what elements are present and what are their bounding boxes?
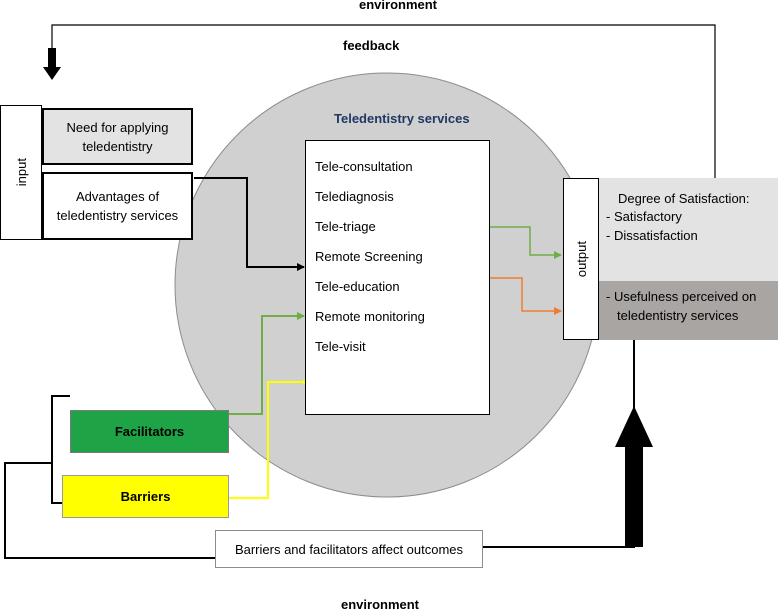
facilitators-label: Facilitators: [114, 424, 185, 439]
usefulness-line: - Usefulness perceived on: [606, 289, 757, 304]
barriers-label: Barriers: [120, 489, 171, 504]
feedback-label: feedback: [343, 38, 400, 53]
environment-top-label: environment: [359, 0, 438, 12]
need-box: Need for applying teledentistry: [42, 108, 193, 165]
feedback-arrow-shaft: [48, 48, 56, 68]
advantages-box: Advantages of teledentistry services: [42, 172, 193, 240]
feedback-loop-line: [51, 24, 716, 178]
feedback-arrow-head: [43, 67, 61, 80]
usefulness-line: teledentistry services: [617, 308, 739, 323]
service-item: Telediagnosis: [315, 189, 394, 204]
environment-bottom-label: environment: [341, 597, 420, 612]
satisfaction-item: - Dissatisfaction: [606, 228, 698, 243]
satisfaction-title: Degree of Satisfaction:: [618, 191, 750, 206]
orange-arrow-to-usefulness: [489, 277, 562, 315]
affect-outcomes-label: Barriers and facilitators affect outcome…: [234, 541, 464, 557]
bracket-line: [51, 395, 70, 504]
usefulness-panel: [598, 281, 778, 340]
input-label: input: [13, 158, 29, 187]
services-box: [305, 140, 490, 415]
output-box: output: [563, 178, 599, 340]
barriers-box: Barriers: [62, 475, 229, 518]
inputs-to-services-arrow: [194, 177, 305, 271]
affect-outcomes-box: Barriers and facilitators affect outcome…: [215, 530, 483, 568]
service-item: Remote monitoring: [315, 309, 425, 324]
service-item: Remote Screening: [315, 249, 423, 264]
input-box: input: [0, 105, 42, 240]
upward-arrow-shaft: [625, 446, 643, 547]
barriers-arrow: [229, 381, 304, 499]
service-item: Tele-visit: [315, 339, 366, 354]
upward-arrow-head: [615, 406, 653, 447]
bottom-loop-left: [4, 462, 215, 559]
need-label: Need for applying teledentistry: [66, 119, 169, 154]
service-item: Tele-education: [315, 279, 400, 294]
service-item: Tele-consultation: [315, 159, 413, 174]
green-arrow-to-satisfaction: [489, 226, 562, 259]
satisfaction-panel: [598, 178, 778, 281]
output-label: output: [573, 240, 589, 278]
facilitators-box: Facilitators: [70, 410, 229, 453]
advantages-label: Advantages of teledentistry services: [56, 189, 179, 223]
facilitators-arrow: [229, 312, 305, 415]
service-item: Tele-triage: [315, 219, 376, 234]
satisfaction-item: - Satisfactory: [606, 209, 682, 224]
services-title: Teledentistry services: [334, 111, 470, 126]
